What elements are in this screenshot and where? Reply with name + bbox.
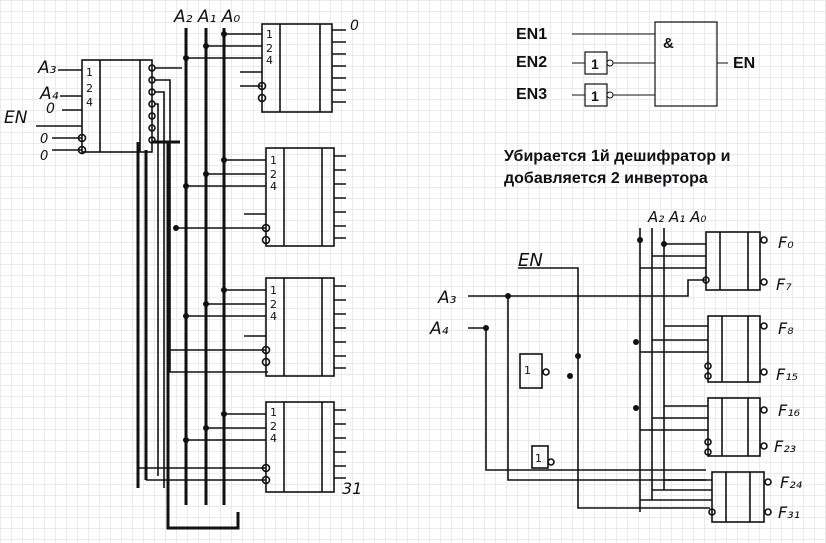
left-output-0: 0 — [350, 18, 359, 34]
right-a4-label: A₄ — [429, 319, 449, 339]
right-a3-label: A₃ — [437, 288, 457, 308]
first-decoder-outputs — [148, 64, 156, 144]
left-en-label: EN — [4, 108, 28, 128]
right-address-label: A₂ A₁ A₀ — [647, 208, 706, 226]
svg-text:1: 1 — [591, 88, 599, 104]
right-en-label: EN — [518, 250, 543, 271]
gate-diagram: EN1 EN2 EN3 & 1 1 EN — [516, 21, 755, 107]
right-output-f16: F₁₆ — [778, 401, 801, 420]
right-output-f0: F₀ — [778, 233, 794, 252]
left-address-label: A₂ A₁ A₀ — [173, 7, 240, 27]
svg-text:4: 4 — [270, 310, 277, 323]
left-in0-a-label: 0 — [40, 132, 48, 147]
and-gate — [654, 21, 718, 107]
right-inverter-2: 1 — [531, 445, 555, 469]
left-a4-label: A₄ — [39, 84, 59, 104]
right-junctions — [483, 237, 667, 411]
first-decoder — [81, 59, 153, 153]
svg-text:1: 1 — [535, 452, 542, 465]
first-decoder-pin-4: 4 — [86, 96, 93, 109]
left-decoder-0: 1 2 4 — [186, 23, 346, 113]
gate-output-en: EN — [733, 55, 755, 72]
left-schematic: A₂ A₁ A₀ 1 2 4 A₃ A₄ 0 EN 0 0 1 — [4, 7, 362, 530]
svg-text:2: 2 — [270, 168, 277, 181]
right-decoder-1 — [640, 315, 768, 383]
right-decoder-2 — [640, 397, 768, 457]
left-junctions — [173, 31, 227, 443]
gate-input-en2: EN2 — [516, 54, 547, 71]
left-decoder-2: 1 2 4 — [170, 277, 346, 377]
right-output-f15: F₁₅ — [776, 365, 798, 384]
caption-line-1: Убирается 1й дешифратор и — [504, 148, 730, 165]
svg-text:1: 1 — [270, 284, 277, 297]
right-decoder-3 — [640, 471, 772, 523]
svg-text:1: 1 — [270, 406, 277, 419]
left-a3-label: A₃ — [37, 58, 57, 78]
and-gate-symbol: & — [663, 35, 674, 52]
right-output-f31: F₃₁ — [778, 503, 800, 522]
svg-text:2: 2 — [270, 420, 277, 433]
left-zero-input-label: 0 — [46, 101, 55, 117]
left-output-31: 31 — [342, 479, 362, 498]
gate-input-en1: EN1 — [516, 26, 547, 43]
svg-text:2: 2 — [266, 42, 273, 55]
right-output-f23: F₂₃ — [774, 437, 796, 456]
first-decoder-pin-1: 1 — [86, 66, 93, 79]
left-decoder-3: 1 2 4 — [138, 401, 346, 493]
right-inverter-1: 1 — [519, 353, 550, 389]
gate-input-en3: EN3 — [516, 86, 547, 103]
left-decoder-1: 1 2 4 — [176, 147, 346, 247]
svg-text:1: 1 — [266, 28, 273, 41]
right-decoder-0 — [640, 231, 768, 291]
svg-text:4: 4 — [266, 54, 273, 67]
svg-text:1: 1 — [591, 56, 599, 72]
svg-text:4: 4 — [270, 432, 277, 445]
svg-text:1: 1 — [524, 364, 531, 377]
caption-line-2: добавляется 2 инвертора — [504, 170, 708, 187]
right-output-f24: F₂₄ — [780, 473, 803, 492]
svg-text:4: 4 — [270, 180, 277, 193]
right-output-f8: F₈ — [778, 319, 794, 338]
right-schematic: A₂ A₁ A₀ EN A₃ A₄ — [429, 208, 803, 523]
svg-text:2: 2 — [270, 298, 277, 311]
right-output-f7: F₇ — [776, 275, 792, 294]
first-decoder-pin-2: 2 — [86, 82, 93, 95]
left-in0-b-label: 0 — [40, 149, 48, 164]
svg-text:1: 1 — [270, 154, 277, 167]
